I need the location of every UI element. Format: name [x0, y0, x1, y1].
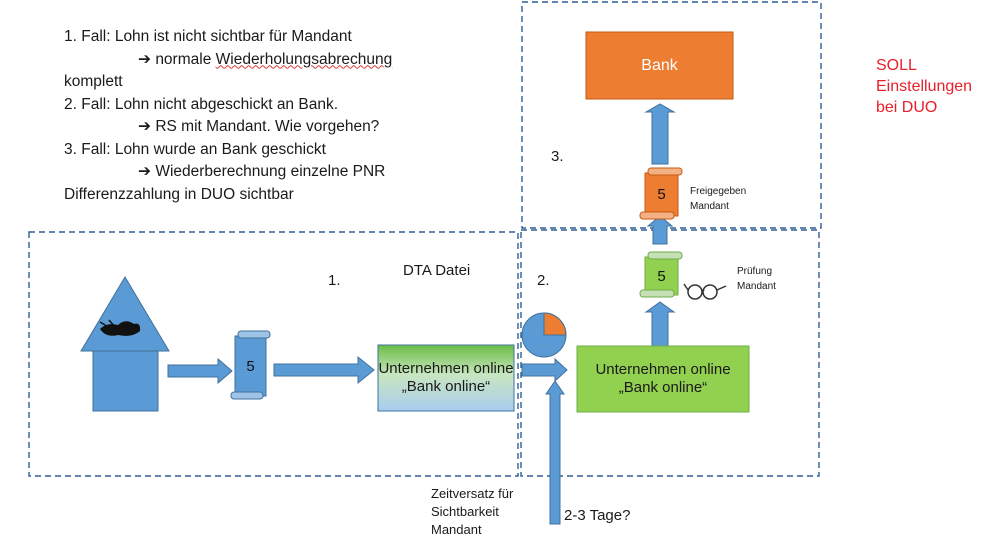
arrow-zeitversatz-up: [545, 380, 565, 525]
pruefung-label: Prüfung Mandant: [737, 266, 776, 292]
arrow-box1-to-box2: [521, 357, 568, 383]
arrow-glyph: ➔: [138, 50, 151, 68]
scroll-pruefung: [639, 251, 683, 298]
region-step1: [28, 231, 519, 477]
scroll-dta: [230, 330, 271, 400]
soll-label: SOLL Einstellungen bei DUO: [876, 57, 973, 116]
arrow-up-to-pruefung: [644, 301, 676, 347]
zeitversatz-label: Zeitversatz für Sichtbarkeit Mandant: [431, 486, 514, 537]
note-case3-action: ➔ Wiederberechnung einzelne PNR: [138, 163, 386, 180]
box1-bank-online: [377, 344, 515, 412]
scroll-freigegeben-number: 5: [657, 185, 666, 203]
step-1-label: 1.: [328, 272, 341, 289]
note-case3: 3. Fall: Lohn wurde an Bank geschickt: [64, 140, 326, 158]
house-icon: [80, 276, 170, 412]
case-notes: 1. Fall: Lohn ist nicht sichtbar für Man…: [64, 26, 504, 206]
arrow-up-to-bank: [644, 103, 676, 165]
arrow-scroll-to-box1: [273, 355, 375, 385]
tage-label: 2-3 Tage?: [564, 507, 631, 524]
dta-label: DTA Datei: [403, 262, 471, 279]
note-case1: 1. Fall: Lohn ist nicht sichtbar für Man…: [64, 28, 352, 45]
box2-label: Unternehmen online „Bank online“: [595, 361, 731, 396]
region-step2: [520, 229, 820, 477]
scroll-freigegeben: [639, 167, 683, 220]
note-case2-action: ➔ RS mit Mandant. Wie vorgehen?: [138, 118, 380, 135]
step-3-label: 3.: [551, 148, 564, 165]
misspelled-word: Wiederholungsabrechung: [215, 50, 393, 68]
glasses-icon: [683, 283, 727, 300]
bank-label: Bank: [641, 56, 678, 74]
arrow-house-to-scroll: [167, 357, 233, 385]
bank-box: [585, 31, 734, 100]
note-case3-cont: Differenzzahlung in DUO sichtbar: [64, 185, 294, 203]
box2-bank-online: [576, 345, 750, 413]
box1-label: Unternehmen online „Bank online“: [378, 360, 514, 395]
region-step3: [521, 1, 822, 229]
note-case1-cont: komplett: [64, 73, 123, 90]
note-case2: 2. Fall: Lohn nicht abgeschickt an Bank.: [64, 95, 338, 113]
scroll-pruefung-number: 5: [657, 267, 666, 285]
pie-clock-icon: [521, 312, 567, 358]
note-case1-action: ➔ normale Wiederholungsabrechung: [138, 50, 393, 68]
step-2-label: 2.: [537, 272, 550, 289]
freigegeben-label: Freigegeben Mandant: [690, 186, 747, 212]
scroll-dta-number: 5: [246, 357, 255, 375]
